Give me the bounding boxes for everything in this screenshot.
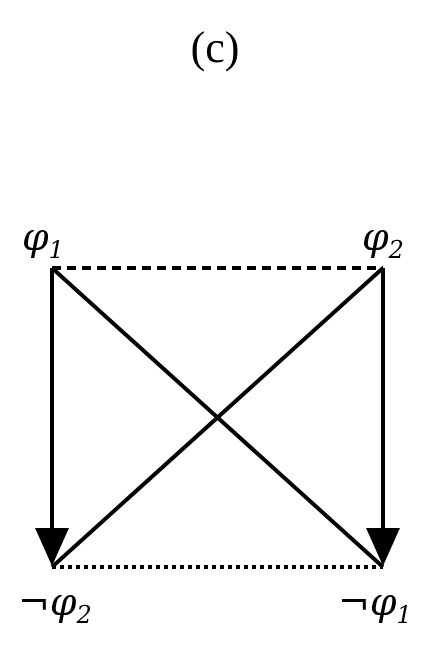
node-label-top-right: φ2 (362, 215, 404, 264)
node-label-bottom-left: ¬φ2 (18, 580, 92, 629)
arrowhead-right (366, 528, 400, 566)
panel-label: (c) (191, 23, 240, 72)
edge-diagonal-tr-bl (50, 266, 385, 569)
node-label-top-left: φ1 (22, 215, 64, 264)
node-label-bottom-right: ¬φ1 (338, 580, 412, 629)
arrowhead-left (35, 528, 69, 566)
